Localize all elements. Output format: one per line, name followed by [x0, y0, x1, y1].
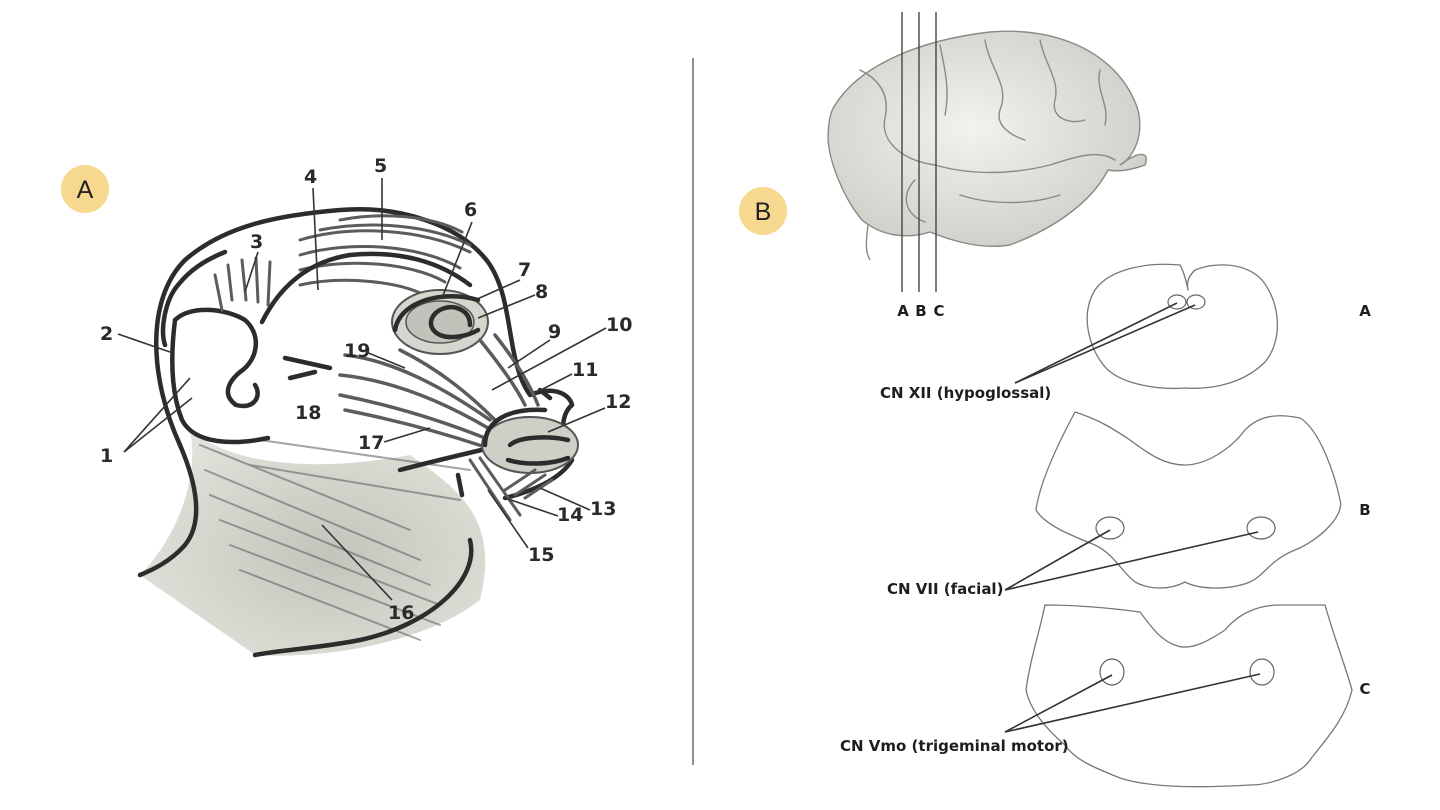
panel-a-badge — [61, 165, 109, 213]
section-label-a: A — [1359, 302, 1371, 320]
depressor-line — [397, 445, 493, 473]
label-10: 10 — [606, 314, 632, 336]
eye-orbicularis — [391, 289, 489, 355]
neck-shading — [140, 430, 486, 656]
section-c-outline — [1025, 604, 1353, 788]
label-6: 6 — [464, 199, 477, 221]
label-19: 19 — [344, 340, 370, 362]
panel-a-labels: 1 2 3 4 5 6 7 8 9 10 11 12 13 14 15 16 1… — [100, 155, 632, 624]
label-8: 8 — [535, 281, 548, 303]
facial-nucleus-right — [1246, 516, 1276, 540]
leader-cn-xii-1 — [1014, 302, 1178, 384]
ear-outline — [170, 307, 271, 445]
cheek-line-upper — [287, 369, 318, 381]
panel-a-leaders — [117, 178, 607, 601]
label-15: 15 — [528, 544, 554, 566]
neck-back-outline — [137, 442, 199, 578]
cut-label-b: B — [915, 302, 926, 320]
section-b-outline — [1035, 411, 1342, 589]
trigeminal-nucleus-left — [1099, 658, 1125, 686]
label-14: 14 — [557, 504, 583, 526]
label-18: 18 — [295, 402, 321, 424]
label-4: 4 — [304, 166, 317, 188]
label-13: 13 — [590, 498, 616, 520]
panel-a-badge-label: A — [77, 176, 94, 204]
cn-xii-label: CN XII (hypoglossal) — [880, 384, 1051, 402]
label-9: 9 — [548, 321, 561, 343]
panel-b-badge-label: B — [755, 198, 772, 226]
zygomatic-line — [282, 355, 333, 371]
monkey-head-drawing: 1 2 3 4 5 6 7 8 9 10 11 12 13 14 15 16 1… — [100, 155, 632, 658]
label-12: 12 — [605, 391, 631, 413]
label-17: 17 — [358, 432, 384, 454]
section-a: A CN XII (hypoglossal) — [880, 263, 1371, 402]
leader-cn-vii-2 — [1004, 531, 1259, 591]
auricular-line — [160, 249, 228, 348]
cheek-muscles — [338, 333, 540, 448]
label-7: 7 — [518, 259, 531, 281]
label-1: 1 — [100, 445, 113, 467]
leader-cn-vmo-2 — [1004, 673, 1261, 733]
section-c: C CN Vmo (trigeminal motor) — [840, 604, 1371, 788]
leader-cn-vii-1 — [1004, 529, 1111, 591]
leader-cn-xii-2 — [1014, 304, 1196, 384]
section-a-outline — [1086, 263, 1279, 390]
throat-outline — [252, 537, 474, 658]
panel-b-badge — [739, 187, 787, 235]
frontalis-band — [259, 251, 473, 325]
nostril — [537, 387, 553, 401]
chin-muscles — [468, 456, 554, 522]
section-b: B CN VII (facial) — [887, 411, 1371, 598]
monkey-brain-drawing: A B C — [827, 12, 1147, 320]
cn-vii-label: CN VII (facial) — [887, 580, 1003, 598]
hypoglossal-nucleus-right — [1186, 294, 1206, 310]
mouth-orbicularis — [481, 407, 579, 474]
label-11: 11 — [572, 359, 598, 381]
label-2: 2 — [100, 323, 113, 345]
label-5: 5 — [374, 155, 387, 177]
brain-outline — [827, 30, 1147, 248]
temporal-muscle — [213, 256, 272, 312]
leader-cn-vmo-1 — [1004, 674, 1113, 733]
cn-vmo-label: CN Vmo (trigeminal motor) — [840, 737, 1069, 755]
cut-label-c: C — [933, 302, 944, 320]
cut-label-a: A — [897, 302, 909, 320]
section-label-c: C — [1359, 680, 1370, 698]
brain-sulci — [859, 39, 1116, 223]
panel-a: A — [61, 155, 632, 658]
label-16: 16 — [388, 602, 414, 624]
trigeminal-nucleus-right — [1249, 658, 1275, 686]
chin-line — [455, 472, 465, 498]
panel-b: B A B C — [739, 12, 1371, 788]
label-3: 3 — [250, 231, 263, 253]
neck-muscle-hatching — [199, 439, 471, 641]
brainstem — [865, 224, 871, 261]
section-label-b: B — [1359, 501, 1370, 519]
